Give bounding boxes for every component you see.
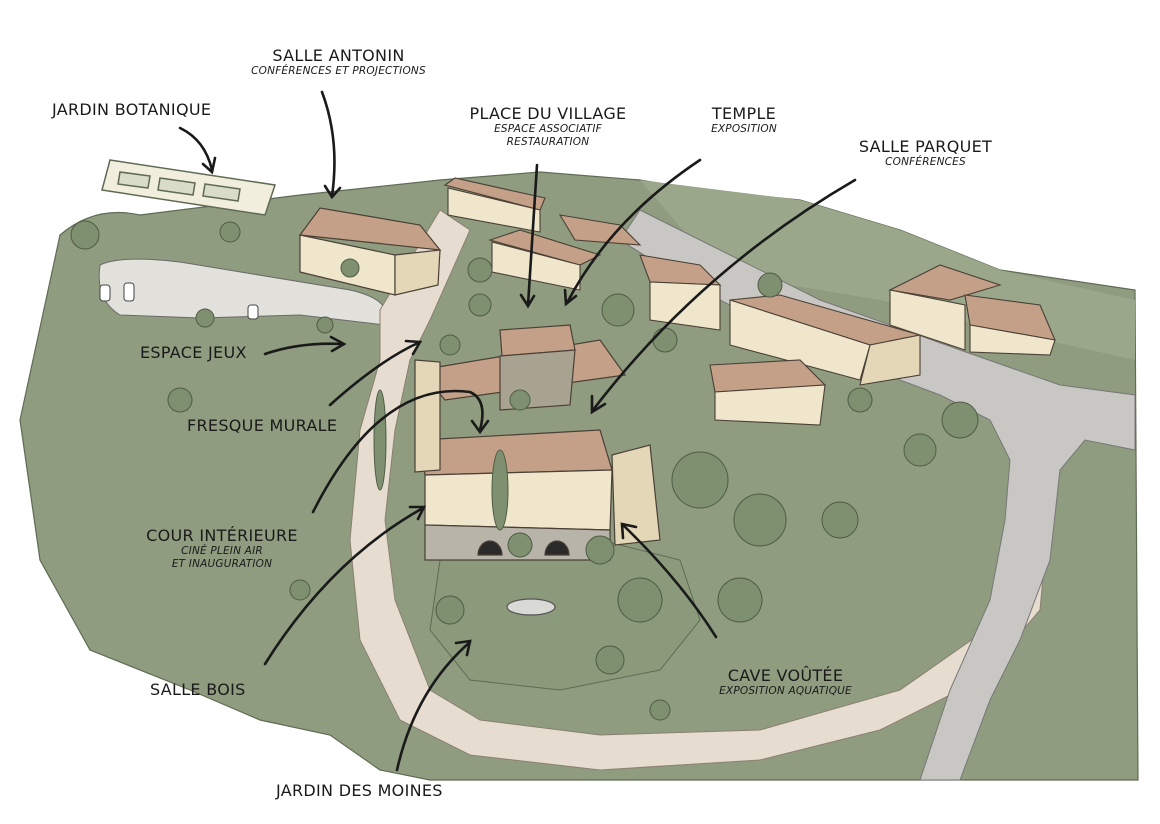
trees (70, 220, 979, 721)
label-jardin-botanique: JARDIN BOTANIQUE (52, 100, 211, 119)
label-cave-voutee: CAVE VOÛTÉE EXPOSITION AQUATIQUE (703, 666, 868, 698)
label-title: SALLE ANTONIN (272, 46, 405, 65)
label-title: TEMPLE (711, 104, 777, 123)
label-subtitle: RESTAURATION (506, 136, 590, 148)
label-place-du-village: PLACE DU VILLAGE ESPACE ASSOCIATIF RESTA… (458, 104, 638, 149)
barn-right (888, 264, 1056, 356)
label-temple: TEMPLE EXPOSITION (694, 104, 794, 136)
label-title: FRESQUE MURALE (187, 416, 338, 435)
label-title: JARDIN DES MOINES (276, 781, 443, 800)
parking-area (98, 258, 388, 326)
road (619, 209, 1136, 781)
label-subtitle: ET INAUGURATION (171, 558, 273, 570)
label-title: ESPACE JEUX (140, 343, 247, 362)
label-subtitle: EXPOSITION AQUATIQUE (719, 685, 852, 697)
annotation-arrows (178, 90, 857, 772)
label-salle-bois: SALLE BOIS (150, 680, 246, 699)
label-salle-parquet: SALLE PARQUET CONFÉRENCES (848, 137, 1003, 169)
fountain-basin (506, 598, 556, 616)
label-title: SALLE PARQUET (858, 137, 993, 156)
label-subtitle: CONFÉRENCES (885, 156, 966, 168)
garden-lawn (429, 539, 701, 691)
label-cour-interieure: COUR INTÉRIEURE CINÉ PLEIN AIR ET INAUGU… (142, 526, 302, 571)
label-subtitle: CINÉ PLEIN AIR (181, 545, 263, 557)
label-salle-antonin: SALLE ANTONIN CONFÉRENCES ET PROJECTIONS (236, 46, 441, 78)
parked-cars (99, 282, 259, 320)
label-fresque-murale: FRESQUE MURALE (187, 416, 337, 435)
botanical-beds (101, 159, 276, 216)
label-title: PLACE DU VILLAGE (469, 104, 627, 123)
label-title: JARDIN BOTANIQUE (52, 100, 212, 119)
label-subtitle: CONFÉRENCES ET PROJECTIONS (251, 65, 426, 77)
label-subtitle: ESPACE ASSOCIATIF (494, 123, 602, 135)
label-title: CAVE VOÛTÉE (727, 666, 844, 685)
label-subtitle: EXPOSITION (711, 123, 777, 135)
label-title: COUR INTÉRIEURE (146, 526, 298, 545)
salle-parquet-building (709, 294, 921, 426)
label-jardin-des-moines: JARDIN DES MOINES (276, 781, 443, 800)
label-title: SALLE BOIS (150, 680, 246, 699)
label-espace-jeux: ESPACE JEUX (140, 343, 247, 362)
